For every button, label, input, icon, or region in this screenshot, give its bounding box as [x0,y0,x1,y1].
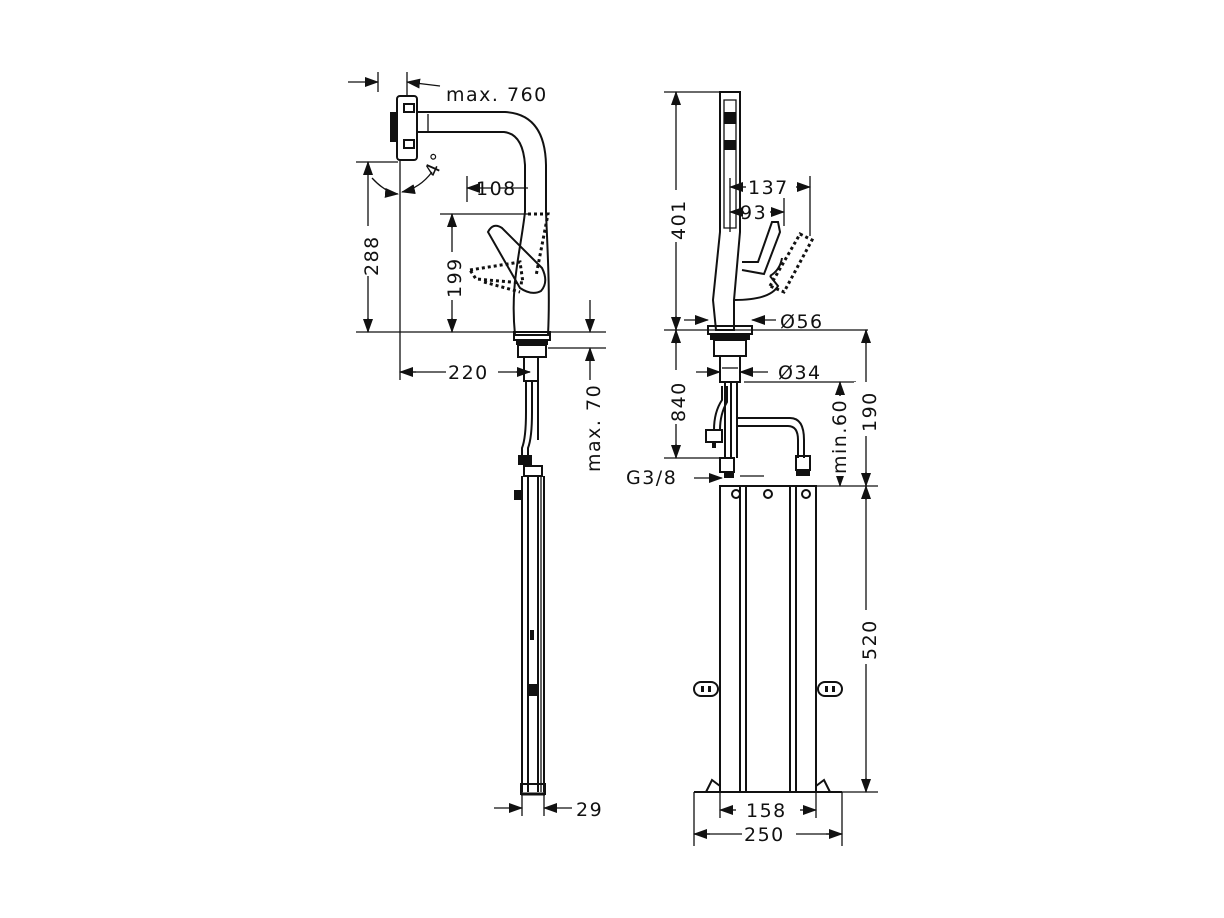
projection-label: 220 [448,362,489,384]
clearance-label: 190 [859,391,881,432]
dim-base-diameter: Ø56 [664,311,868,333]
side-view: max. 760 4° 288 108 [348,72,606,821]
side-faucet-body [390,95,551,382]
dim-shank-diameter: Ø34 [696,362,822,384]
side-hoses [514,381,546,796]
front-hoses [705,382,811,478]
lever-offset-label: 93 [740,202,767,224]
spout-height-label: 288 [361,235,383,276]
dim-spout-height: 288 [356,161,606,333]
lever-reach-label: 137 [748,177,789,199]
dim-max-reach: max. 760 [348,72,548,106]
shank-diameter-label: Ø34 [778,362,822,384]
dim-lever-height: 199 [440,213,528,333]
dim-spray-angle: 4° [356,149,451,202]
dim-hose-weight: 29 [494,792,603,821]
dim-lever-reach: 137 93 [729,176,811,236]
max-deck-label: max. 70 [583,384,605,472]
max-reach-label: max. 760 [446,84,548,106]
spray-angle-label: 4° [420,149,450,180]
dim-hose-length: 840 [664,329,730,459]
dim-widths: 158 250 [693,792,843,846]
dim-max-deck: max. 70 [548,300,606,472]
outer-width-label: 250 [744,824,785,846]
front-faucet-body [707,91,815,383]
dim-projection: 220 [399,202,531,384]
dim-spout-offset: 108 [466,176,528,202]
hose-length-label: 840 [668,381,690,422]
inner-width-label: 158 [746,800,787,822]
base-diameter-label: Ø56 [780,311,824,333]
dim-clearance: min.60 190 [744,329,881,487]
spout-offset-label: 108 [476,178,517,200]
front-hose-box [693,485,843,793]
dim-thread: G3/8 [626,467,764,489]
dim-total-height: 401 [664,91,720,331]
total-height-label: 401 [668,199,690,240]
front-view: 401 137 93 Ø56 Ø34 [626,91,881,846]
min-clearance-label: min.60 [829,399,851,474]
cabinet-height-label: 520 [859,619,881,660]
lever-height-label: 199 [444,257,466,298]
thread-label: G3/8 [626,467,677,489]
dim-cabinet-height: 520 [816,485,881,793]
hose-weight-label: 29 [576,799,603,821]
